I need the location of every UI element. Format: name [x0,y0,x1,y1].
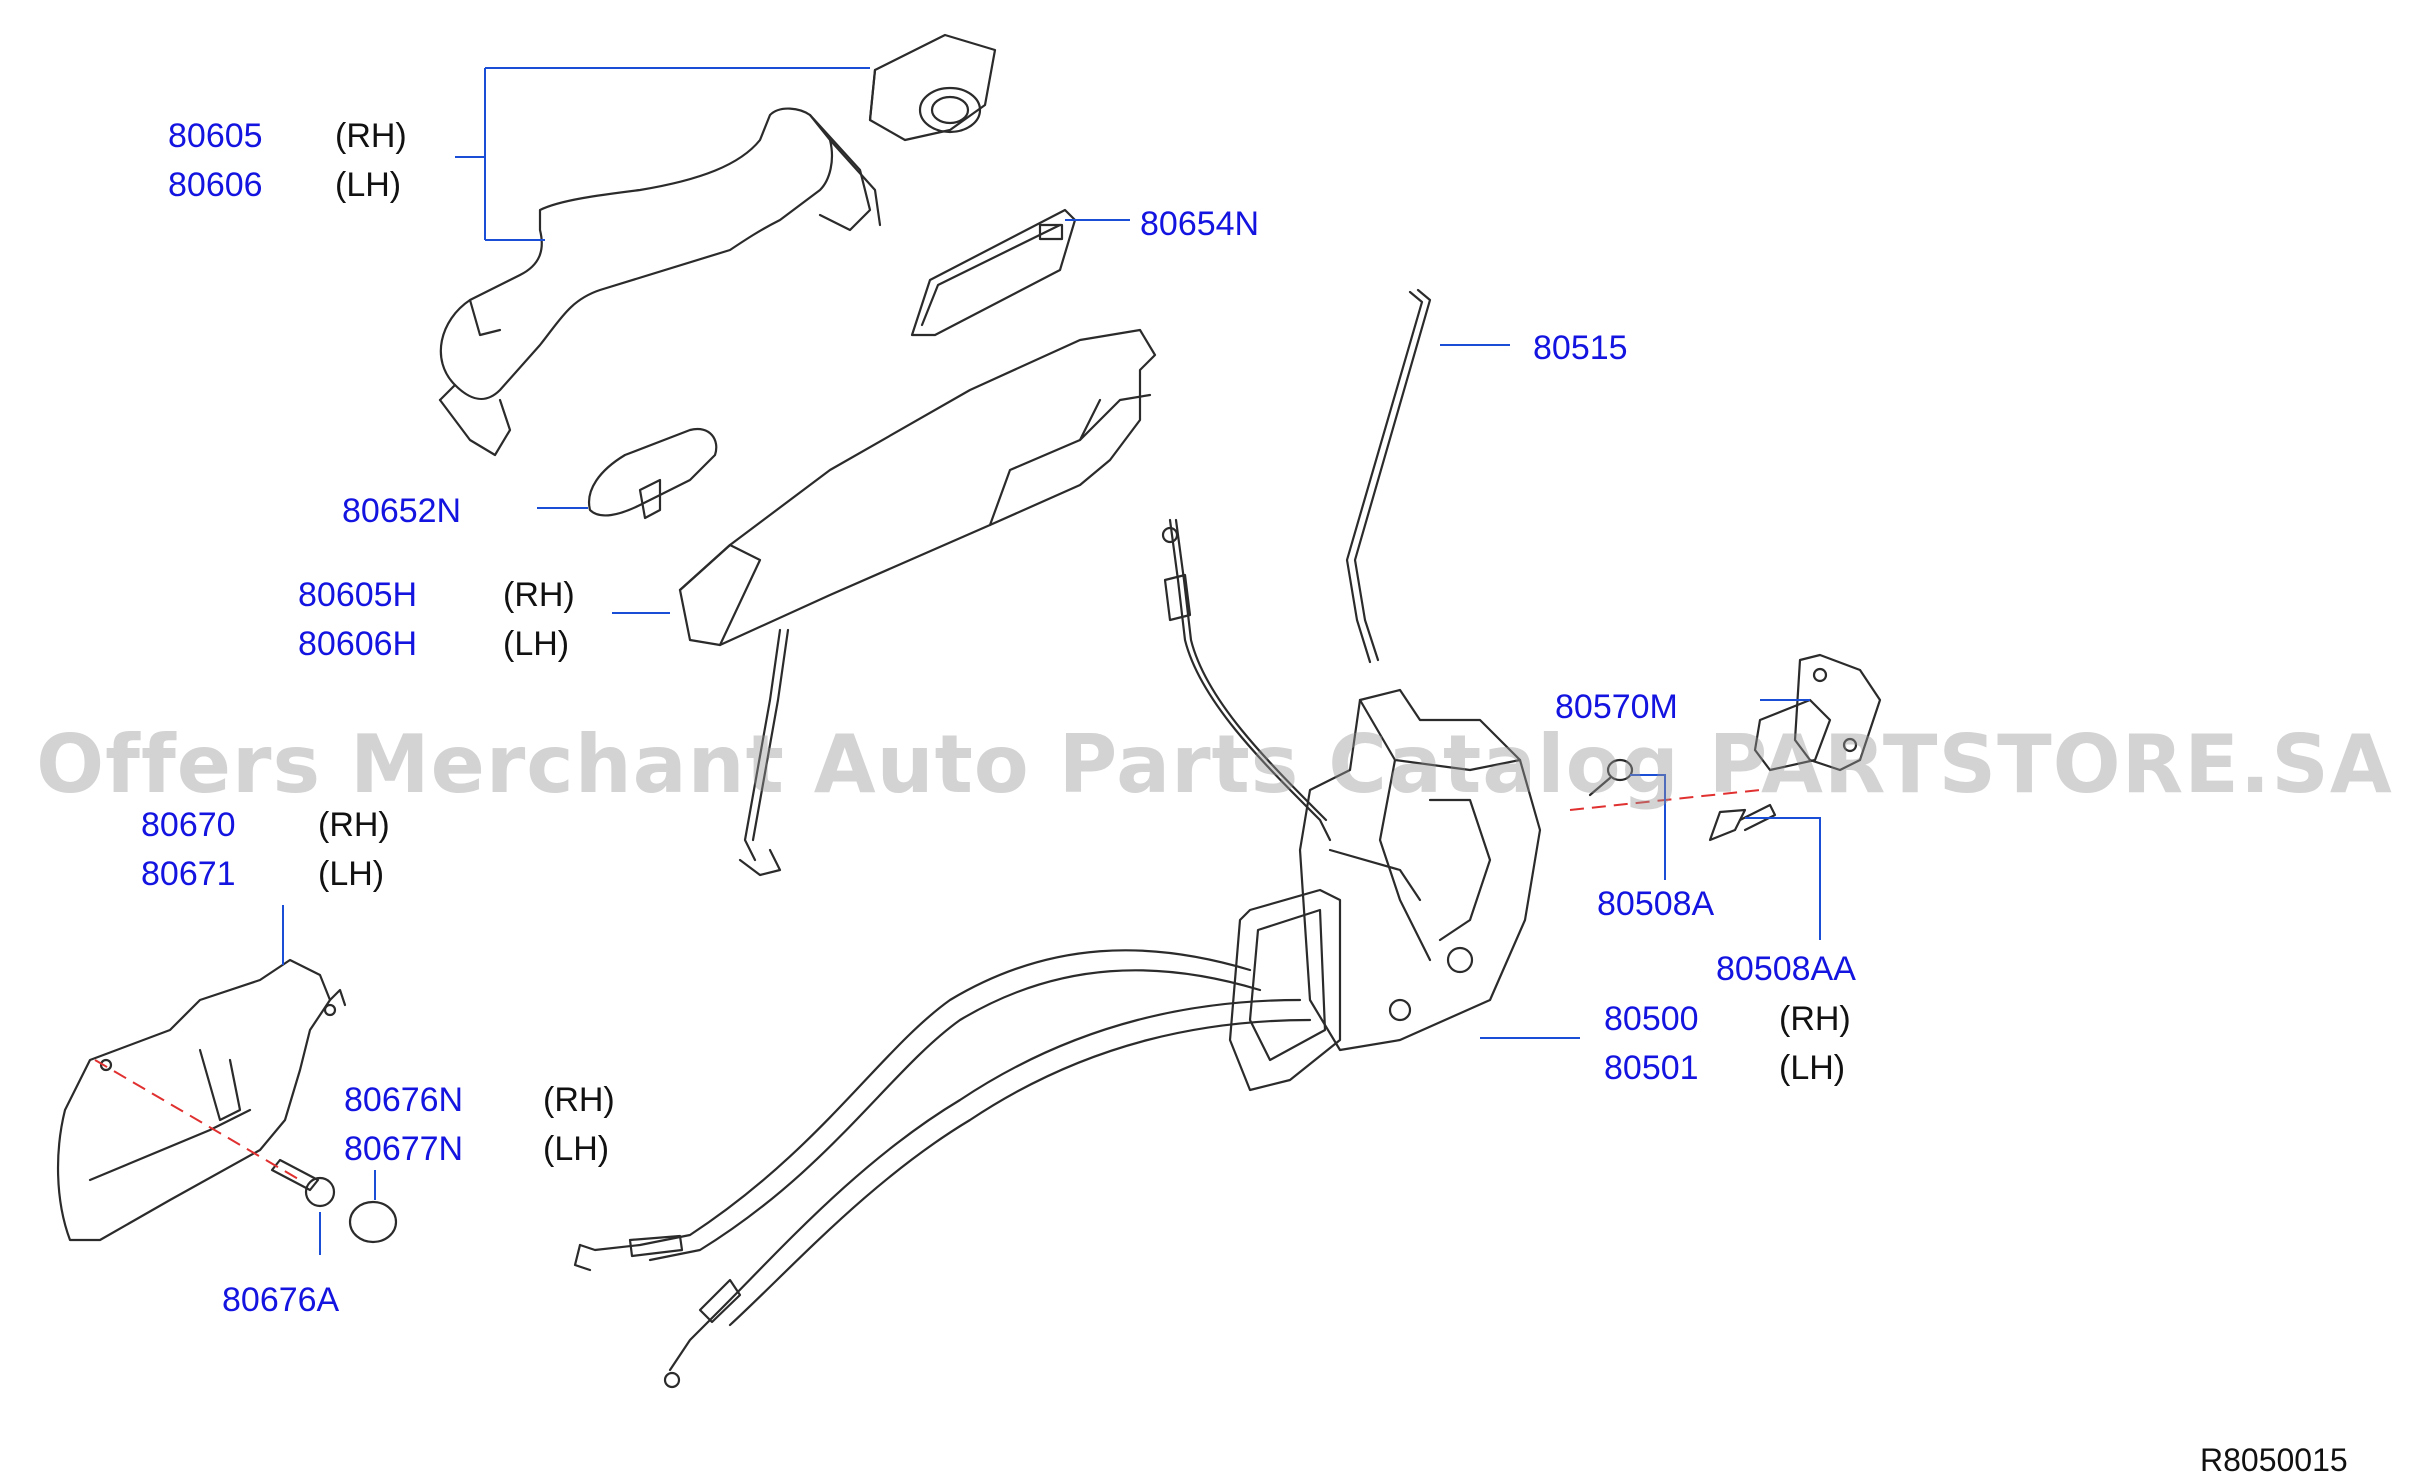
side-lh-label: (LH) [503,625,570,663]
side-lh-label: (LH) [335,166,402,204]
screw-a-part[interactable] [1588,758,1634,797]
inside-handle-axis [94,1059,301,1181]
side-rh-label: (RH) [1779,1000,1851,1038]
part-number-80606H[interactable]: 80606H [298,625,418,663]
part-number-80500[interactable]: 80500 [1604,1000,1699,1038]
part-number-80501[interactable]: 80501 [1604,1049,1699,1087]
inside-handle-part[interactable] [56,958,347,1242]
side-lh-label: (LH) [318,855,385,893]
part-number-80654N[interactable]: 80654N [1140,205,1260,243]
side-rh-label: (RH) [503,576,575,614]
part-number-80570M[interactable]: 80570M [1555,688,1678,726]
part-number-80606[interactable]: 80606 [168,166,263,204]
escutcheon-part[interactable] [910,208,1077,337]
side-lh-label: (LH) [543,1130,610,1168]
side-rh-label: (RH) [543,1081,615,1119]
screw-aa-part[interactable] [1708,803,1777,842]
cables-part[interactable] [573,518,1332,1389]
part-number-80605[interactable]: 80605 [168,117,263,155]
diagram-id: R8050015 [2200,1442,2348,1478]
watermark: Offers Merchant Auto Parts Catalog PARTS… [36,718,2393,811]
lock-assembly-part[interactable] [1228,688,1542,1092]
part-number-80671[interactable]: 80671 [141,855,236,893]
part-number-80676A[interactable]: 80676A [222,1281,340,1319]
bolt-part[interactable] [270,1158,336,1208]
part-number-80652N[interactable]: 80652N [342,492,462,530]
outside-handle-part[interactable] [438,107,882,457]
side-rh-label: (RH) [335,117,407,155]
part-number-80677N[interactable]: 80677N [344,1130,464,1168]
part-number-80508AA[interactable]: 80508AA [1716,950,1856,988]
part-number-80508A[interactable]: 80508A [1597,885,1715,923]
leader-lines [282,67,1821,1255]
side-rh-label: (RH) [318,806,390,844]
cap-part[interactable] [348,1200,398,1244]
part-number-80670[interactable]: 80670 [141,806,236,844]
side-lh-label: (LH) [1779,1049,1846,1087]
part-number-80515[interactable]: 80515 [1533,329,1628,367]
gasket-part[interactable] [587,427,718,520]
part-number-80676N[interactable]: 80676N [344,1081,464,1119]
rod-part[interactable] [1345,288,1432,664]
key-cylinder-part[interactable] [868,33,997,142]
part-number-80605H[interactable]: 80605H [298,576,418,614]
handle-frame-part[interactable] [678,328,1157,877]
